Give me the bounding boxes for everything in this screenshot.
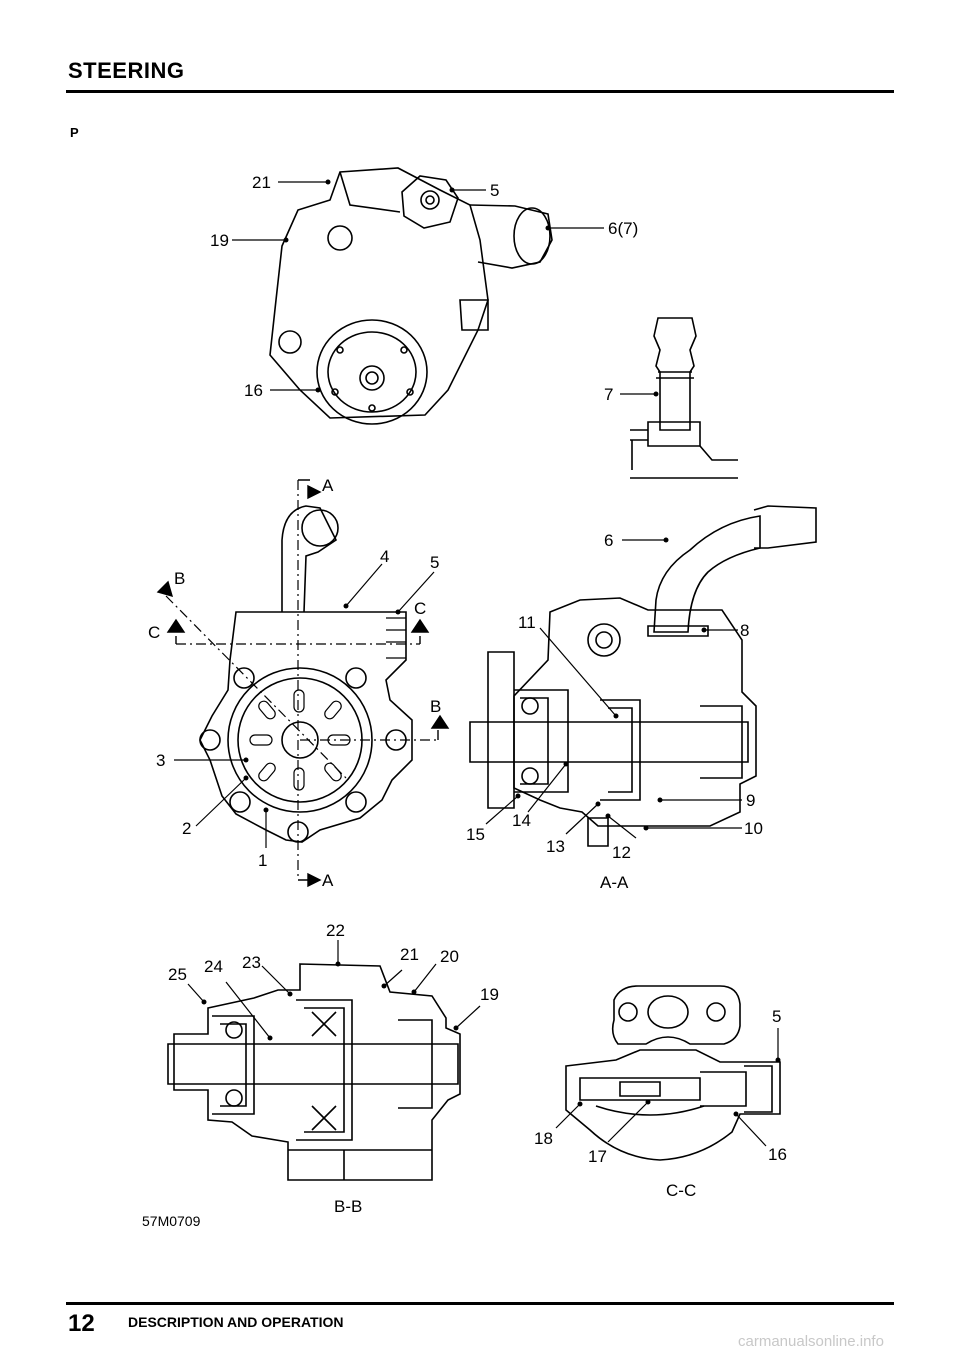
section-title: DESCRIPTION AND OPERATION [128, 1314, 344, 1330]
section-marker-label: C [148, 623, 160, 642]
section-marker-label: A [322, 871, 334, 890]
section-markers [156, 479, 450, 888]
callout-label: 15 [466, 825, 485, 844]
callout-label: 5 [430, 553, 439, 572]
header-rule [66, 90, 894, 93]
view-title: C-C [666, 1181, 696, 1200]
callout-label: 8 [740, 621, 749, 640]
section-marker-label: C [414, 599, 426, 618]
callout-label: 14 [512, 811, 531, 830]
page-number: 12 [68, 1310, 95, 1337]
callout-label: 18 [534, 1129, 553, 1148]
intro-label: P [70, 125, 79, 140]
callout-label: 4 [380, 547, 389, 566]
callout-label: 21 [400, 945, 419, 964]
callout-label: 16 [244, 381, 263, 400]
callout-label: 2 [182, 819, 191, 838]
callout-label: 24 [204, 957, 223, 976]
front-view-drawing [199, 505, 413, 843]
page-title: STEERING [68, 58, 185, 83]
callout-label: 6(7) [608, 219, 638, 238]
callout-label: 22 [326, 921, 345, 940]
callout-label: 9 [746, 791, 755, 810]
section-marker-label: A [322, 476, 334, 495]
footer-rule [66, 1302, 894, 1305]
section-marker-label: B [430, 697, 441, 716]
callout-label: 12 [612, 843, 631, 862]
callout-label: 7 [604, 385, 613, 404]
section-c-c-drawing [565, 985, 781, 1161]
callout-label: 19 [210, 231, 229, 250]
callout-label: 20 [440, 947, 459, 966]
view-title: B-B [334, 1197, 362, 1216]
callout-label: 11 [518, 613, 536, 632]
callout-leaders [174, 181, 779, 1147]
callout-label: 5 [490, 181, 499, 200]
callout-label: 21 [252, 173, 271, 192]
view-title: A-A [600, 873, 629, 892]
section-marker-label: B [174, 569, 185, 588]
callout-label: 17 [588, 1147, 607, 1166]
callout-label: 1 [258, 851, 267, 870]
figure-reference: 57M0709 [142, 1213, 201, 1229]
callout-label: 19 [480, 985, 499, 1004]
callout-label: 6 [604, 531, 613, 550]
watermark: carmanualsonline.info [738, 1333, 884, 1350]
outlet-pipe-drawing [630, 317, 738, 479]
callout-label: 23 [242, 953, 261, 972]
section-lines [165, 480, 438, 880]
pump-exterior-drawing [269, 167, 553, 425]
callout-label: 13 [546, 837, 565, 856]
callout-labels: 21 5 19 6(7) 16 7 A A B B C C 4 5 3 2 1 … [148, 173, 787, 1216]
callout-dots [201, 179, 781, 1117]
callout-label: 10 [744, 819, 763, 838]
section-b-b-drawing [167, 963, 461, 1181]
callout-label: 5 [772, 1007, 781, 1026]
callout-label: 3 [156, 751, 165, 770]
callout-label: 25 [168, 965, 187, 984]
callout-label: 16 [768, 1145, 787, 1164]
section-a-a-drawing [469, 505, 817, 847]
